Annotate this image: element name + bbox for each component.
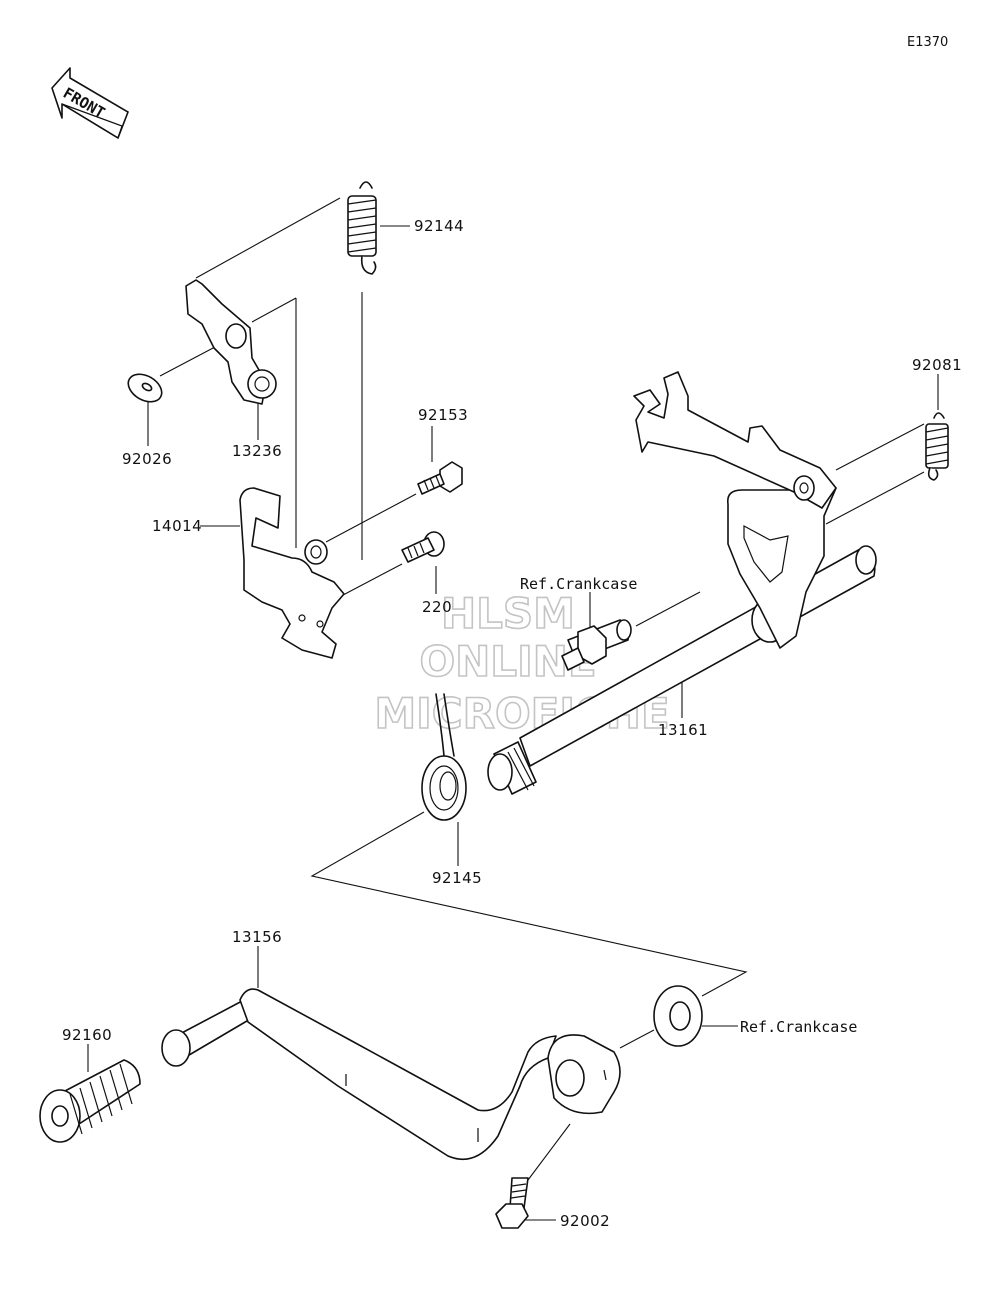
label-ref-crankcase-lower: Ref.Crankcase <box>740 1018 857 1036</box>
label-92026: 92026 <box>122 450 172 468</box>
part-labels: 92144 92026 13236 92153 14014 220 92081 … <box>62 217 962 1230</box>
label-92153: 92153 <box>418 406 468 424</box>
label-14014: 14014 <box>152 517 202 535</box>
part-92145-torsion-spring <box>421 693 467 821</box>
part-13161-shift-shaft <box>487 371 877 795</box>
label-92160: 92160 <box>62 1026 112 1044</box>
part-13156-shift-pedal <box>161 988 621 1160</box>
label-220: 220 <box>422 598 452 616</box>
part-220-bolt <box>401 531 445 563</box>
part-92026-washer <box>127 373 163 403</box>
part-14014-bracket <box>239 487 345 659</box>
label-13161: 13161 <box>658 721 708 739</box>
part-shift-plate <box>185 279 277 405</box>
front-arrow-icon: FRONT <box>51 67 129 139</box>
label-ref-crankcase-upper: Ref.Crankcase <box>520 575 637 593</box>
label-92145: 92145 <box>432 869 482 887</box>
part-92160-rubber-grip <box>39 1059 141 1143</box>
part-crankcase-collar <box>653 985 703 1047</box>
label-92081: 92081 <box>912 356 962 374</box>
part-92081-spring <box>925 412 949 481</box>
part-92153-bolt <box>417 461 463 495</box>
part-crankcase-pin <box>561 619 632 671</box>
part-92144-spring <box>347 181 377 275</box>
watermark-line1: HLSM <box>441 589 575 638</box>
label-92144: 92144 <box>414 217 464 235</box>
label-13156: 13156 <box>232 928 282 946</box>
label-92002: 92002 <box>560 1212 610 1230</box>
label-13236: 13236 <box>232 442 282 460</box>
diagram-code: E1370 <box>907 35 948 50</box>
watermark: HLSM ONLINE MICROFICHE <box>374 588 671 739</box>
part-92002-bolt <box>495 1177 529 1229</box>
